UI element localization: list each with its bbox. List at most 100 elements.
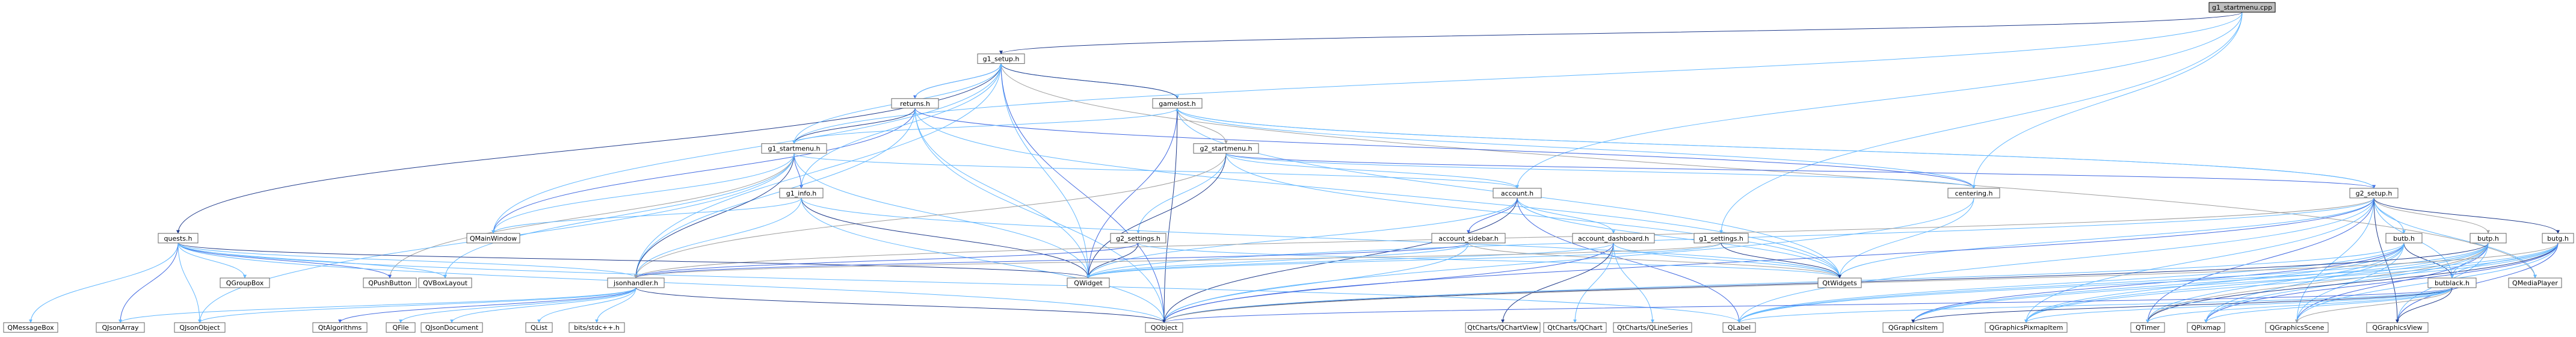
node-QtAlgorithms[interactable]: QtAlgorithms: [312, 322, 368, 333]
node-QJsonArray[interactable]: QJsonArray: [96, 322, 145, 333]
node-label: QGroupBox: [226, 279, 264, 287]
node-gamelost_h[interactable]: gamelost.h: [1152, 98, 1203, 109]
node-label: QMainWindow: [470, 235, 517, 243]
node-box: [1067, 277, 1110, 288]
node-box: [1465, 322, 1541, 333]
node-butp_h[interactable]: butp.h: [2470, 233, 2507, 244]
edge-account_dashboard_h-to-QObject: [1162, 243, 1614, 323]
node-QPixmap[interactable]: QPixmap: [2187, 322, 2225, 333]
edge-g1_setup_h-to-quests_h: [176, 63, 1002, 234]
edge-gamelost_h-to-centering_h: [1177, 108, 1976, 189]
node-label: g1_setup.h: [983, 55, 1020, 63]
node-QMessageBox[interactable]: QMessageBox: [3, 322, 58, 333]
edge-gamelost_h-to-QObject: [1162, 108, 1178, 323]
node-g1_startmenu_cpp[interactable]: g1_startmenu.cpp: [2208, 2, 2276, 13]
node-account_sidebar_h[interactable]: account_sidebar.h: [1431, 233, 1506, 244]
node-returns_h[interactable]: returns.h: [891, 98, 939, 109]
node-label: QtCharts/QLineSeries: [1617, 324, 1688, 332]
edge-g2_startmenu_h-to-jsonhandler_h: [634, 153, 1227, 279]
node-QtCharts_QLineSeries[interactable]: QtCharts/QLineSeries: [1613, 322, 1692, 333]
edge-centering_h-to-QtWidgets: [1838, 197, 1974, 279]
node-label: butb.h: [2393, 235, 2415, 243]
node-box: [2470, 233, 2507, 244]
node-box: [1693, 233, 1749, 244]
nodes-layer: g1_startmenu.cpp g1_setup.h returns.h gamel…: [3, 2, 2574, 333]
edge-account_dashboard_h-to-QWidget: [1086, 243, 1614, 279]
node-box: [418, 277, 472, 288]
node-g2_setup_h[interactable]: g2_setup.h: [2349, 188, 2399, 199]
node-butb_h[interactable]: butb.h: [2385, 233, 2423, 244]
node-g1_startmenu_h[interactable]: g1_startmenu.h: [761, 143, 827, 154]
edge-returns_h-to-QObject: [914, 108, 1166, 323]
edge-g2_settings_h-to-QtWidgets: [1138, 243, 1841, 279]
edge-g2_startmenu_h-to-centering_h: [1225, 153, 1976, 189]
node-box: [1493, 188, 1542, 199]
edge-account_h-to-QtWidgets: [1517, 197, 1841, 279]
edge-g1_info_h-to-QMainWindow: [491, 197, 802, 234]
node-QtCharts_QChartView[interactable]: QtCharts/QChartView: [1465, 322, 1541, 333]
edge-g2_startmenu_h-to-g2_settings_h: [1136, 153, 1227, 234]
node-label: QList: [531, 324, 548, 332]
edge-quests_h-to-QJsonObject: [177, 243, 202, 323]
edge-returns_h-to-QMainWindow: [491, 108, 916, 234]
node-g2_startmenu_h[interactable]: g2_startmenu.h: [1193, 143, 1259, 154]
node-QWidget[interactable]: QWidget: [1067, 277, 1110, 288]
node-QLabel[interactable]: QLabel: [1722, 322, 1756, 333]
edge-butp_h-to-QLabel: [1737, 243, 2489, 323]
node-box: [977, 54, 1025, 64]
edge-g1_startmenu_cpp-to-account_h: [1515, 12, 2243, 189]
node-QGroupBox[interactable]: QGroupBox: [220, 277, 270, 288]
edge-butp_h-to-QGraphicsItem: [1911, 243, 2489, 323]
node-QGraphicsItem[interactable]: QGraphicsItem: [1882, 322, 1944, 333]
node-box: [158, 233, 199, 244]
edge-g1_settings_h-to-jsonhandler_h: [634, 243, 1722, 279]
node-QObject[interactable]: QObject: [1145, 322, 1183, 333]
node-jsonhandler_h[interactable]: jsonhandler.h: [607, 277, 665, 288]
node-quests_h[interactable]: quests.h: [158, 233, 199, 244]
node-label: QMediaPlayer: [2512, 279, 2558, 287]
node-box: [1543, 322, 1607, 333]
node-label: QPushButton: [368, 279, 411, 287]
node-QVBoxLayout[interactable]: QVBoxLayout: [418, 277, 472, 288]
node-QJsonDocument[interactable]: QJsonDocument: [421, 322, 483, 333]
edge-returns_h-to-jsonhandler_h: [634, 108, 916, 279]
node-QTimer[interactable]: QTimer: [2130, 322, 2165, 333]
node-g1_settings_h[interactable]: g1_settings.h: [1693, 233, 1749, 244]
node-butblack_h[interactable]: butblack.h: [2427, 277, 2477, 288]
node-account_h[interactable]: account.h: [1493, 188, 1542, 199]
edge-account_dashboard_h-to-QtCharts_QChartView: [1501, 243, 1614, 323]
edge-gamelost_h-to-g1_setup_h: [999, 63, 1178, 99]
edge-returns_h-to-g1_setup_h: [914, 63, 1003, 99]
node-QMediaPlayer[interactable]: QMediaPlayer: [2508, 277, 2562, 288]
node-QPushButton[interactable]: QPushButton: [363, 277, 417, 288]
node-g2_settings_h[interactable]: g2_settings.h: [1110, 233, 1166, 244]
node-QFile[interactable]: QFile: [386, 322, 416, 333]
node-QList[interactable]: QList: [525, 322, 553, 333]
node-bits_stdcpp_h[interactable]: bits/stdc++.h: [569, 322, 625, 333]
node-account_dashboard_h[interactable]: account_dashboard.h: [1572, 233, 1655, 244]
edge-g1_setup_h-to-jsonhandler_h: [634, 63, 1002, 279]
node-QGraphicsView[interactable]: QGraphicsView: [2366, 322, 2429, 333]
node-label: jsonhandler.h: [613, 279, 658, 287]
edge-jsonhandler_h-to-QJsonArray: [119, 287, 636, 323]
edge-account_dashboard_h-to-QtCharts_QChart: [1573, 243, 1614, 323]
node-QtCharts_QChart[interactable]: QtCharts/QChart: [1543, 322, 1607, 333]
node-QMainWindow[interactable]: QMainWindow: [466, 233, 520, 244]
node-centering_h[interactable]: centering.h: [1947, 188, 2000, 199]
edge-g1_info_h-to-QObject: [801, 197, 1166, 323]
node-box: [220, 277, 270, 288]
node-label: account_sidebar.h: [1438, 235, 1499, 243]
node-label: quests.h: [164, 235, 193, 243]
node-QJsonObject[interactable]: QJsonObject: [174, 322, 226, 333]
edge-gamelost_h-to-g2_startmenu_h: [1177, 108, 1228, 144]
edge-account_h-to-account_dashboard_h: [1517, 197, 1615, 234]
node-QtWidgets[interactable]: QtWidgets: [1817, 277, 1862, 288]
node-label: QGraphicsPixmapItem: [1989, 324, 2063, 332]
node-box: [1985, 322, 2068, 333]
node-QGraphicsPixmapItem[interactable]: QGraphicsPixmapItem: [1985, 322, 2068, 333]
node-QGraphicsScene[interactable]: QGraphicsScene: [2265, 322, 2329, 333]
node-g1_info_h[interactable]: g1_info.h: [779, 188, 824, 199]
node-g1_setup_h[interactable]: g1_setup.h: [977, 54, 1025, 64]
node-butg_h[interactable]: butg.h: [2542, 233, 2574, 244]
